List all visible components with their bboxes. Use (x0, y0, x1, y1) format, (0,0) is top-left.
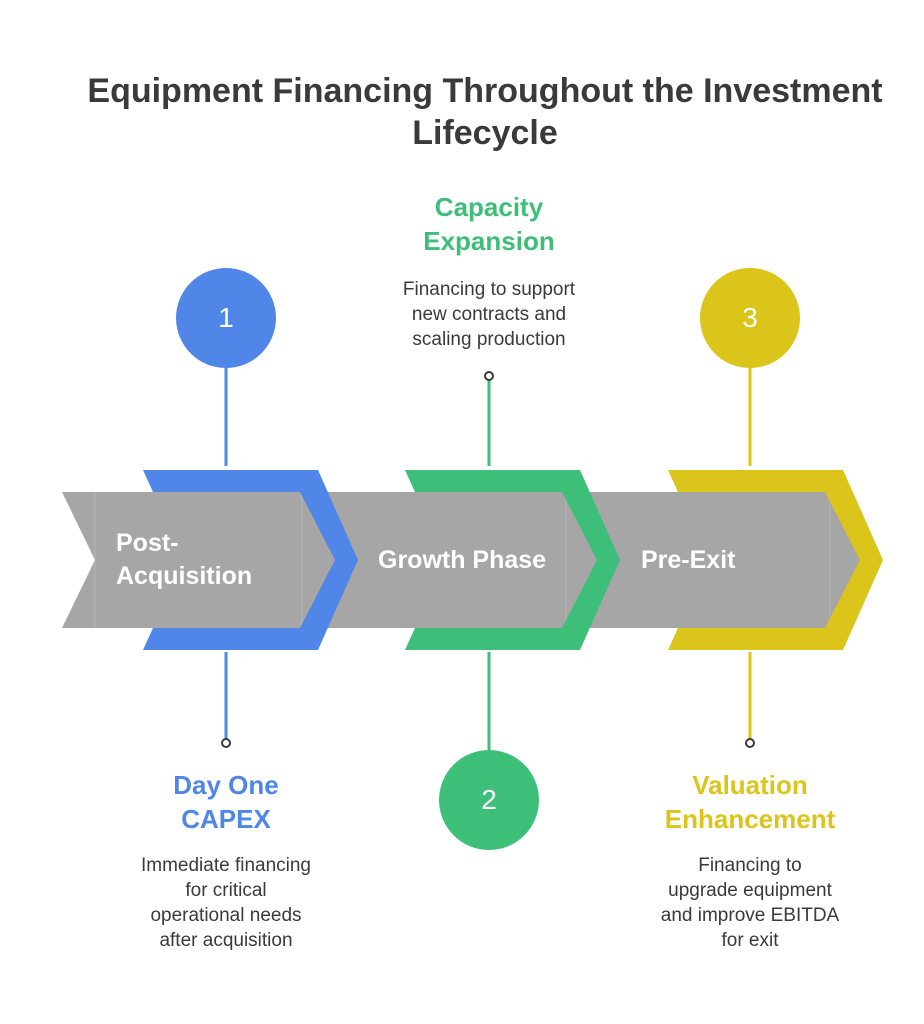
chevron-green (405, 470, 620, 650)
description-stage-2: Financing to support new contracts and s… (364, 277, 614, 352)
description-stage-3-line-4: for exit (721, 930, 779, 951)
chevron-blue (143, 470, 358, 650)
heading-stage-3-line-2: Enhancement (664, 804, 836, 834)
step-number-1: 1 (218, 302, 234, 333)
description-stage-1-line-4: after acquisition (159, 930, 293, 951)
heading-stage-1: Day One CAPEX (116, 768, 336, 836)
description-stage-3-line-2: upgrade equipment (668, 880, 832, 901)
description-stage-1: Immediate financing for critical operati… (106, 853, 346, 953)
heading-stage-3: Valuation Enhancement (630, 768, 870, 836)
heading-stage-2: Capacity Expansion (369, 190, 609, 258)
description-stage-2-line-1: Financing to support (402, 279, 576, 300)
heading-stage-3-line-1: Valuation (692, 770, 808, 800)
stage-label-1-line-1: Post- (116, 529, 179, 557)
page-title: Equipment Financing Throughout the Inves… (70, 70, 900, 154)
step-circle-2 (439, 750, 539, 850)
step-circle-3 (700, 268, 800, 368)
chevron-yellow (668, 470, 883, 650)
stage-arrow-1 (62, 492, 335, 628)
connector-dot-3 (745, 738, 755, 748)
heading-stage-2-line-1: Capacity (434, 192, 544, 222)
heading-stage-1-line-2: CAPEX (181, 804, 271, 834)
description-stage-1-line-3: operational needs (150, 905, 302, 926)
connector-dot-1 (221, 738, 231, 748)
stage-label-2-line-1: Growth Phase (378, 546, 547, 574)
title-line-1: Equipment Financing Throughout the Inves… (87, 72, 883, 110)
title-line-2: Lifecycle (412, 114, 558, 152)
stage-arrow-2 (358, 492, 599, 628)
connector-dot-2 (484, 371, 494, 381)
step-number-2: 2 (481, 784, 497, 815)
stage-label-1: Post- Acquisition (116, 527, 252, 593)
stage-label-2: Growth Phase (378, 544, 546, 577)
stage-arrow-3 (622, 492, 863, 628)
description-stage-1-line-2: for critical (185, 880, 267, 901)
stage-label-3: Pre-Exit (641, 544, 735, 577)
stage-label-1-line-2: Acquisition (116, 562, 253, 590)
heading-stage-1-line-1: Day One (173, 770, 279, 800)
description-stage-3-line-1: Financing to (698, 855, 802, 876)
step-circle-1 (176, 268, 276, 368)
description-stage-2-line-2: new contracts and (411, 304, 567, 325)
description-stage-3: Financing to upgrade equipment and impro… (630, 853, 870, 953)
step-number-3: 3 (742, 302, 758, 333)
stage-label-3-line-1: Pre-Exit (641, 546, 736, 574)
description-stage-3-line-3: and improve EBITDA (660, 905, 840, 926)
description-stage-2-line-3: scaling production (412, 329, 566, 350)
description-stage-1-line-1: Immediate financing (140, 855, 312, 876)
heading-stage-2-line-2: Expansion (423, 226, 555, 256)
